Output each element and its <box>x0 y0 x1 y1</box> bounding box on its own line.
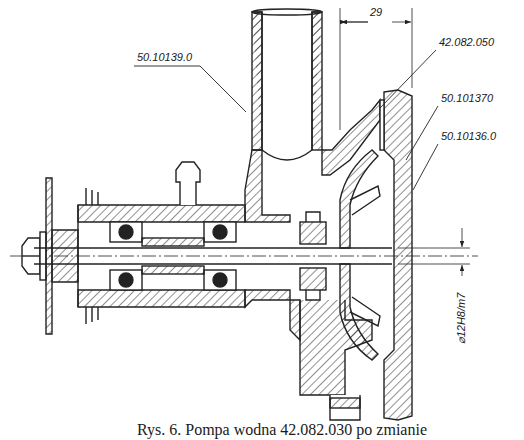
dimension-value: 29 <box>369 6 383 19</box>
figure-caption: Rys. 6. Pompa wodna 42.082.030 po zmiani… <box>137 421 427 439</box>
fit-dimension: ⌀12H8/m7 <box>455 291 468 345</box>
part-number: 50.10136.0 <box>440 130 497 143</box>
part-number: 42.082.050 <box>438 36 495 49</box>
part-number: 50.101370 <box>440 92 494 105</box>
part-number: 50.10139.0 <box>136 51 193 64</box>
